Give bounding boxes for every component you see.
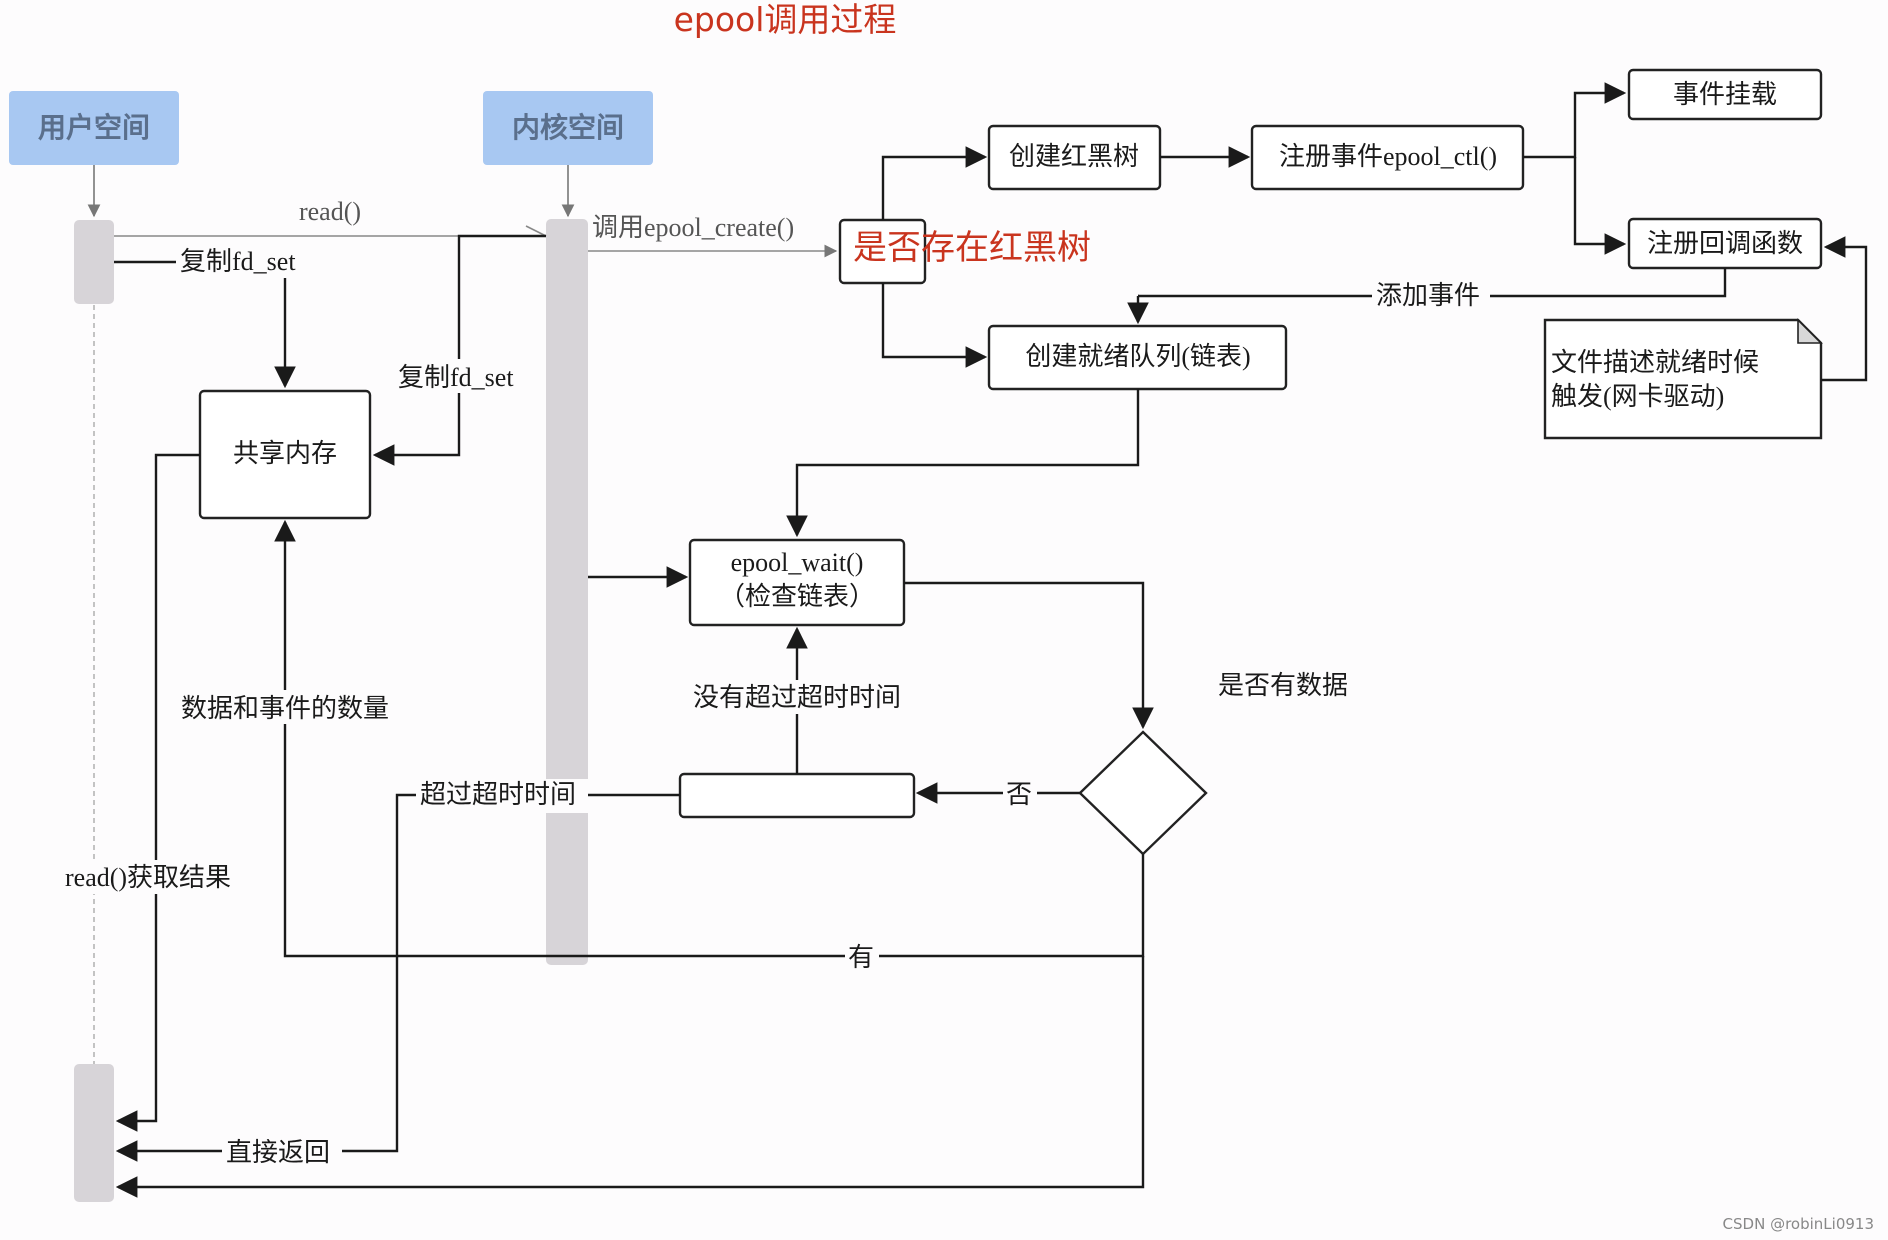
copy-fd-set-label-2: 复制fd_set (398, 363, 514, 392)
epoll-wait-label-line2: （检查链表） (719, 582, 875, 611)
add-event-arrow (1138, 268, 1727, 298)
create-rbtree-label: 创建红黑树 (1009, 142, 1139, 171)
register-callback-label: 注册回调函数 (1647, 229, 1803, 258)
no-timeout-label: 没有超过超时时间 (693, 683, 901, 712)
event-mount-label: 事件挂载 (1673, 80, 1777, 109)
create-ready-queue-label: 创建就绪队列(链表) (1025, 342, 1250, 371)
fd-ready-label-line2: 触发(网卡驱动) (1551, 382, 1724, 411)
user-space-header (9, 91, 179, 165)
to-register-callback-arrow (1573, 157, 1627, 255)
rbtree-exists-label: 是否存在红黑树 (853, 228, 1091, 268)
shared-memory-label: 共享内存 (233, 439, 337, 468)
fd-ready-note (1543, 318, 1823, 440)
yes-label: 有 (848, 943, 874, 972)
event-mount-box (1627, 68, 1823, 121)
register-event-label: 注册事件epool_ctl() (1279, 142, 1497, 171)
fd-ready-label-line1: 文件描述就绪时候 (1551, 348, 1759, 377)
fd-ready-note-fold (1797, 318, 1823, 344)
user-space-label: 用户空间 (38, 111, 150, 144)
timeout-label: 超过超时时间 (420, 780, 576, 809)
copy-fd-set-arrow-2 (372, 234, 546, 466)
kernel-space-label: 内核空间 (512, 111, 624, 144)
ready-queue-to-wait-arrow (786, 389, 1140, 538)
read-arrow-head (525, 225, 547, 237)
final-return-arrow (115, 956, 1145, 1198)
yes-arrow (274, 519, 1145, 958)
user-activation-bottom (74, 1064, 114, 1202)
footer-watermark: CSDN @robinLi0913 (1723, 1215, 1874, 1233)
wait-to-decision-arrow (904, 581, 1154, 730)
to-ready-queue-arrow (881, 283, 988, 368)
diagram-title: epool调用过程 (674, 0, 897, 39)
to-create-rbtree-arrow (881, 146, 988, 220)
fd-ready-to-callback-arrow (1821, 236, 1868, 382)
data-event-count-label: 数据和事件的数量 (181, 694, 389, 723)
to-event-mount-arrow (1523, 82, 1627, 159)
user-activation-top (74, 220, 114, 304)
add-event-label: 添加事件 (1376, 281, 1480, 310)
call-create-label: 调用epool_create() (592, 213, 794, 242)
read-result-label: read()获取结果 (65, 863, 231, 892)
read-label: read() (299, 197, 361, 226)
decision-diamond (1078, 730, 1208, 856)
return-direct-label: 直接返回 (226, 1138, 330, 1167)
copy-fd-set-arrow-1 (114, 260, 296, 389)
kernel-activation (546, 219, 588, 965)
no-label: 否 (1006, 780, 1032, 809)
epoll-wait-label-line1: epool_wait() (731, 548, 864, 577)
read-result-arrow (115, 453, 200, 1132)
timeout-arrow (115, 793, 680, 1162)
timeout-check-box (678, 772, 916, 819)
kernel-space-header (483, 91, 653, 165)
copy-fd-set-label-1: 复制fd_set (180, 247, 296, 276)
has-data-label: 是否有数据 (1218, 671, 1348, 700)
